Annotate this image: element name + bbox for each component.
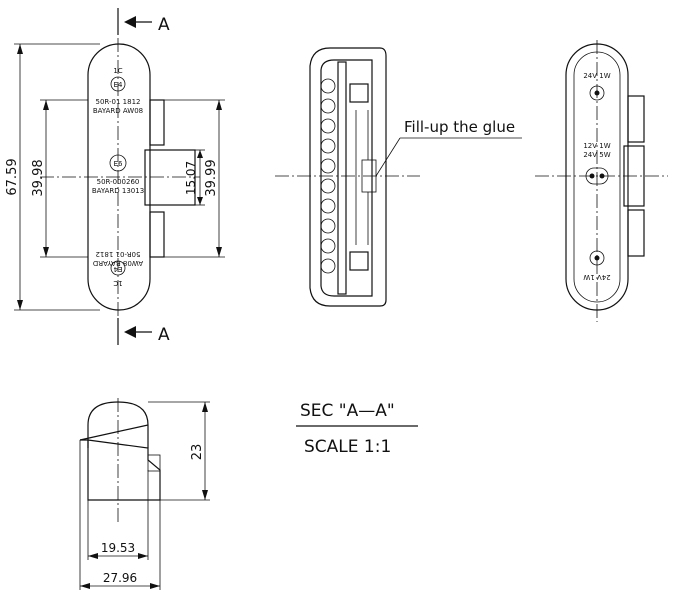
section-arrow-bottom: [124, 326, 136, 338]
approval-sub-bottom: 1C: [113, 279, 122, 287]
dim-side-inner-width-value: 19.53: [101, 541, 135, 555]
tab-lower: [149, 211, 165, 258]
section-pcb: [337, 61, 347, 295]
back-view: 24V 1W 12V 1W 24V 5W 24V 1W: [535, 40, 668, 322]
scale-title: SCALE 1:1: [304, 437, 391, 457]
approval-mark-bottom: [110, 260, 126, 276]
tab-upper: [149, 99, 165, 146]
glue-leader-line: [375, 137, 401, 177]
back-mark-mid2: 24V 5W: [583, 151, 610, 159]
dim-center-gap-value: 15.07: [184, 161, 198, 195]
back-mark-bottom: 24V 1W: [583, 273, 610, 281]
dim-inner-left-value: 39.98: [31, 159, 46, 196]
section-boss-top: [349, 83, 369, 103]
side-view: 23 19.53 27.96: [79, 398, 210, 590]
back-mark-top: 24V 1W: [583, 72, 610, 80]
dim-center-gap: 15.07: [184, 149, 205, 206]
dim-side-height-value: 23: [190, 444, 205, 461]
front-mark-top-line2: BAYARD AW08: [93, 107, 143, 115]
front-view: A A E4 1C 50R-01 1812 BAYARD AW08 E6 50R…: [5, 8, 225, 345]
front-mark-top-line1: 50R-01 1812: [96, 98, 141, 106]
dim-overall-height-value: 67.59: [5, 158, 20, 195]
side-dome: [87, 401, 149, 448]
dim-side-inner-width: 19.53: [87, 470, 149, 560]
section-view: Fill-up the glue: [275, 47, 522, 307]
dim-side-overall-width: 27.96: [79, 440, 161, 590]
dim-side-overall-width-value: 27.96: [103, 571, 137, 585]
dim-inner-right-value: 39.99: [204, 159, 219, 196]
side-tab: [147, 454, 161, 472]
front-mark-mid-line1: 50R-000260: [97, 178, 140, 186]
dim-overall-height: 67.59: [5, 43, 100, 311]
dim-inner-left: 39.98: [31, 99, 88, 258]
back-contact-bottom: [589, 250, 605, 266]
section-housing: [309, 47, 387, 307]
side-body: [80, 439, 161, 501]
lamp-body-outline: [87, 43, 151, 311]
back-body-inner: [573, 51, 621, 303]
title-block: SEC "A—A" SCALE 1:1: [296, 401, 418, 457]
front-mark-bot-line1: AW08 BAYARD: [93, 259, 143, 267]
front-mark-bot-line2: 50R-01 1812: [96, 250, 141, 258]
glue-callout: Fill-up the glue: [404, 118, 515, 136]
section-title: SEC "A—A": [300, 401, 395, 421]
section-label-top: A: [158, 15, 170, 35]
section-led-row: [320, 78, 336, 274]
back-tab-center: [623, 145, 645, 207]
back-contact-top: [589, 85, 605, 101]
back-mark-mid1: 12V 1W: [583, 142, 610, 150]
approval-sub-top: 1C: [113, 67, 122, 75]
approval-code-mid: E6: [114, 160, 123, 168]
back-contact-mid: [585, 167, 609, 185]
approval-mark-top: [110, 76, 126, 92]
section-boss-bottom: [349, 251, 369, 271]
back-tab-upper: [627, 95, 645, 143]
front-mark-mid-line2: BAYARD 13013: [92, 187, 144, 195]
back-tab-lower: [627, 209, 645, 257]
approval-mark-mid: [109, 154, 127, 172]
section-label-bottom: A: [158, 325, 170, 345]
section-cavity: [320, 59, 373, 297]
tab-center: [144, 149, 196, 206]
approval-code-bottom: E4: [113, 265, 122, 273]
section-arrow-top: [124, 16, 136, 28]
approval-code-top: E4: [114, 81, 123, 89]
back-body-outline: [565, 43, 629, 311]
side-slope: [79, 424, 149, 441]
dim-inner-right: 39.99: [164, 99, 225, 258]
dim-side-height: 23: [148, 401, 210, 501]
